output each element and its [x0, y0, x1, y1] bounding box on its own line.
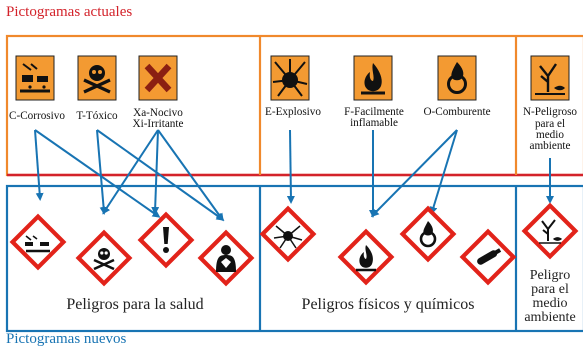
mapping-arrows [34, 129, 554, 222]
corrosion-icon [13, 217, 64, 268]
label-n-2: para el [534, 118, 566, 130]
category-environment-2: para el [531, 282, 569, 297]
gas-cylinder-icon [463, 232, 514, 283]
category-physical: Peligros físicos y químicos [301, 296, 475, 313]
dead-tree-fish-icon [530, 55, 570, 101]
category-environment-3: medio [532, 296, 568, 311]
label-n-3: medio [536, 129, 564, 141]
label-irritante: Xi-Irritante [132, 118, 184, 130]
category-environment-4: ambiente [524, 310, 576, 325]
label-comburente: O-Comburente [423, 106, 491, 118]
title-old: Pictogramas actuales [6, 4, 133, 20]
label-toxico: T-Tóxico [76, 110, 118, 122]
corrosive-icon [15, 55, 55, 101]
category-health: Peligros para la salud [66, 296, 204, 313]
category-environment-1: Peligro [529, 268, 571, 283]
exploding-bomb-icon [270, 55, 310, 101]
exclamation-mark-icon [141, 215, 192, 266]
flame-over-circle-icon [403, 209, 454, 260]
label-n-4: ambiente [529, 140, 571, 152]
label-inflamable-2: inflamable [350, 117, 398, 129]
flame-icon [353, 55, 393, 101]
exploding-bomb-icon [263, 209, 314, 260]
label-n-1: N-Peligroso [522, 106, 578, 118]
skull-crossbones-icon [79, 233, 130, 284]
title-new: Pictogramas nuevos [6, 331, 127, 347]
label-explosivo: E-Explosivo [265, 106, 321, 118]
flame-icon [341, 232, 392, 283]
flame-over-circle-icon [437, 55, 477, 101]
skull-crossbones-icon [77, 55, 117, 101]
label-corrosivo: C-Corrosivo [9, 110, 65, 122]
cross-x-icon [138, 55, 178, 101]
label-inflamable-1: F-Facilmente [344, 106, 404, 118]
health-hazard-icon [201, 233, 252, 284]
environment-icon [525, 206, 576, 257]
label-nocivo: Xa-Nocivo [133, 107, 183, 119]
